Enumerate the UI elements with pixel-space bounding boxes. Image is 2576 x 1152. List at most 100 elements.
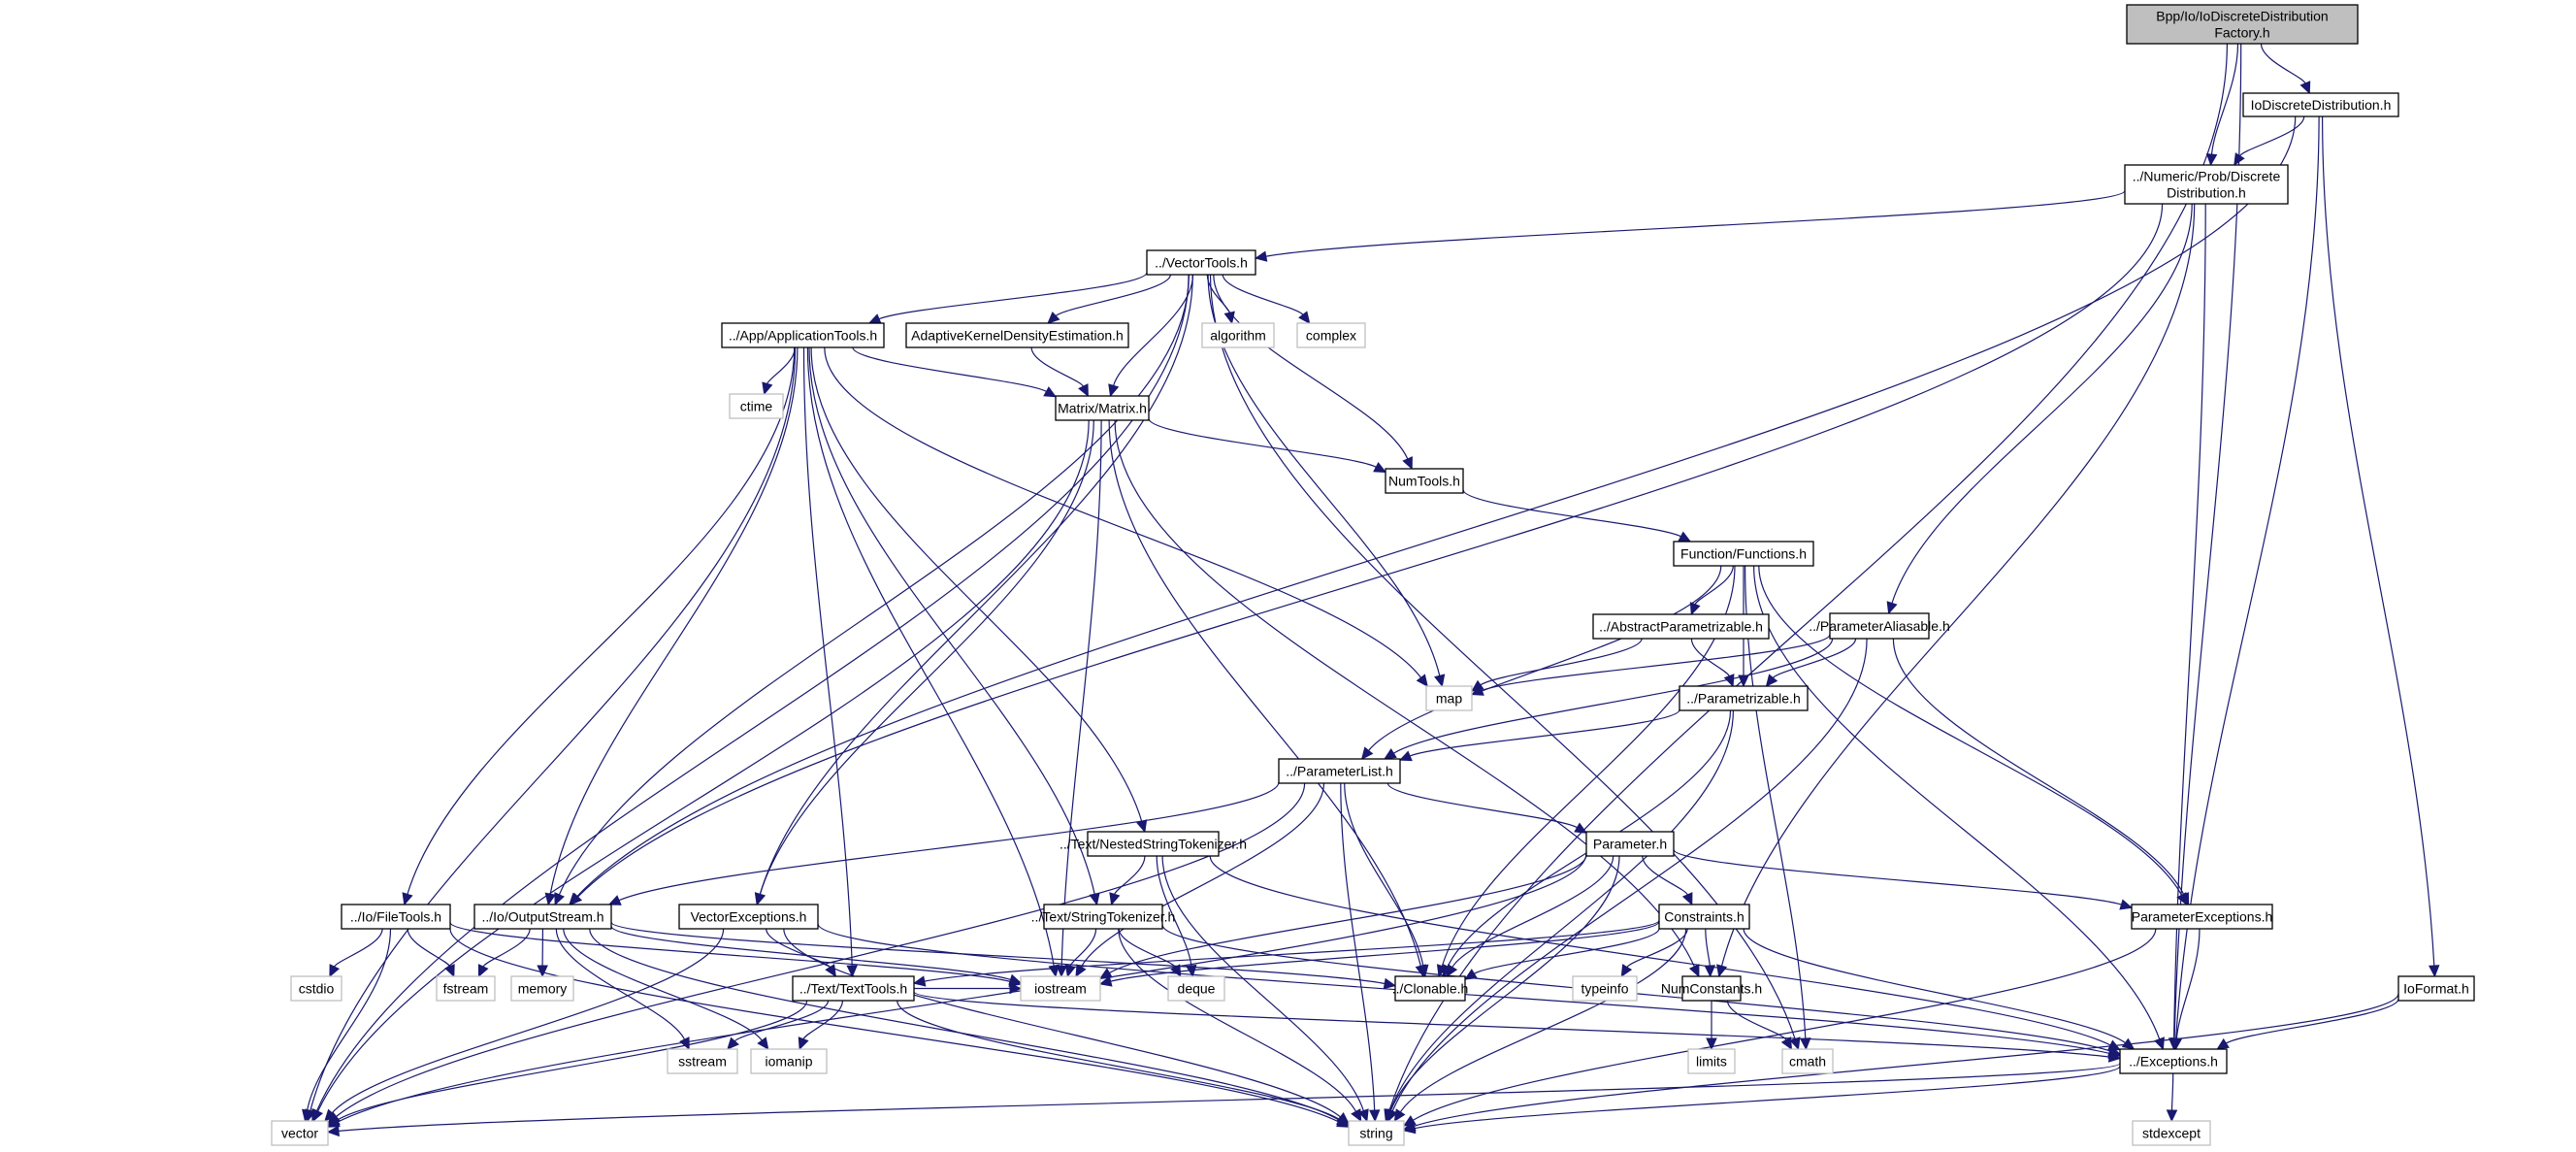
node-box — [1348, 1120, 1405, 1146]
node-box — [2119, 1048, 2228, 1074]
edge-IOF-to-string — [1402, 993, 2399, 1132]
edge-line — [2239, 115, 2305, 157]
node-label: algorithm — [1210, 328, 1266, 344]
node-VE[interactable]: VectorExceptions.h — [678, 904, 819, 930]
node-box — [905, 322, 1129, 348]
edge-CS-to-typeinfo — [1620, 928, 1688, 978]
edge-line — [1720, 203, 2196, 967]
arrow-head-icon — [1383, 747, 1397, 760]
edge-MX-to-vector — [312, 419, 1090, 1123]
arrow-head-icon — [444, 964, 455, 978]
node-AKDE[interactable]: AdaptiveKernelDensityEstimation.h — [905, 322, 1129, 348]
node-map: map — [1425, 685, 1473, 711]
arrow-head-icon — [2216, 1037, 2230, 1050]
edge-PL-to-PM — [1386, 782, 1588, 834]
arrow-head-icon — [326, 1114, 341, 1127]
arrow-head-icon — [1008, 973, 1023, 985]
node-EX[interactable]: ../Exceptions.h — [2119, 1048, 2228, 1074]
node-OS[interactable]: ../Io/OutputStream.h — [473, 904, 612, 930]
edge-ioDD-to-OS — [569, 115, 2297, 905]
node-IOF[interactable]: IoFormat.h — [2397, 975, 2475, 1002]
node-FT[interactable]: ../Io/FileTools.h — [341, 904, 451, 930]
edge-line — [913, 991, 2110, 1058]
arrow-head-icon — [324, 1108, 337, 1122]
arrow-head-icon — [302, 1108, 313, 1123]
edge-line — [618, 781, 1280, 902]
node-PZ[interactable]: ../Parametrizable.h — [1679, 685, 1809, 711]
node-PM[interactable]: Parameter.h — [1585, 831, 1675, 857]
edge-line — [924, 919, 1660, 982]
edge-line — [1060, 419, 1102, 967]
edge-MX-to-NT — [1148, 418, 1387, 474]
node-label: memory — [518, 981, 568, 997]
edge-line — [1391, 638, 1868, 1112]
node-TT[interactable]: ../Text/TextTools.h — [792, 975, 915, 1002]
edge-line — [897, 1000, 1341, 1121]
edge-TT-to-iomanip — [798, 1000, 843, 1051]
edge-line — [610, 925, 1011, 980]
arrow-head-icon — [312, 1108, 324, 1123]
edge-TT-to-sstream — [727, 1000, 830, 1050]
arrow-head-icon — [2299, 81, 2311, 95]
node-AP[interactable]: ../AbstractParametrizable.h — [1592, 613, 1770, 640]
node-AT[interactable]: ../App/ApplicationTools.h — [721, 322, 885, 348]
edge-DD-to-VT — [1254, 189, 2126, 262]
node-box — [1658, 904, 1750, 930]
node-CS[interactable]: Constraints.h — [1658, 904, 1750, 930]
node-PL[interactable]: ../ParameterList.h — [1278, 758, 1401, 784]
arrow-head-icon — [1463, 969, 1478, 980]
node-box — [750, 1048, 828, 1074]
edge-line — [338, 1063, 2121, 1132]
edge-AKDE-to-MX — [1030, 346, 1089, 398]
edge-line — [734, 1000, 830, 1042]
edge-line — [2170, 1072, 2174, 1111]
node-box — [1087, 831, 1220, 857]
node-ioDD[interactable]: IoDiscreteDistribution.h — [2242, 92, 2399, 117]
node-NST[interactable]: ../Text/NestedStringTokenizer.h — [1060, 831, 1247, 857]
node-box — [1201, 322, 1275, 348]
arrow-head-icon — [1706, 1037, 1717, 1051]
edge-line — [449, 928, 1340, 1123]
edge-line — [407, 928, 451, 968]
edge-PM-to-PE — [1673, 848, 2134, 910]
edge-line — [1892, 638, 2185, 896]
node-MX[interactable]: Matrix/Matrix.h — [1055, 395, 1150, 421]
edge-VT-to-MX — [1108, 274, 1194, 398]
node-VT[interactable]: ../VectorTools.h — [1146, 249, 1256, 276]
edge-line — [808, 346, 1095, 895]
node-FN[interactable]: Function/Functions.h — [1673, 541, 1814, 567]
node-box — [1585, 831, 1675, 857]
edge-line — [766, 928, 831, 969]
node-NT[interactable]: NumTools.h — [1385, 468, 1464, 494]
edge-line — [589, 928, 1340, 1121]
edge-ioDD-to-IOF — [2322, 115, 2440, 978]
node-label: Distribution.h — [2167, 185, 2246, 201]
node-PE[interactable]: ParameterExceptions.h — [2131, 904, 2273, 930]
edge-ioDD-to-DD — [2234, 115, 2305, 167]
node-NC[interactable]: NumConstants.h — [1661, 975, 1762, 1002]
node-DD[interactable]: ../Numeric/Prob/DiscreteDistribution.h — [2124, 164, 2289, 205]
node-label: fstream — [443, 981, 489, 997]
edge-line — [806, 346, 1055, 967]
edge-line — [1409, 709, 1680, 757]
edge-line — [817, 923, 2110, 1054]
node-PA[interactable]: ../ParameterAliasable.h — [1809, 612, 1950, 640]
node-label: cstdio — [299, 981, 335, 997]
node-ST[interactable]: ../Text/StringTokenizer.h — [1031, 904, 1176, 930]
node-box — [510, 975, 574, 1002]
edge-CS-to-CL — [1463, 928, 1660, 980]
arrow-head-icon — [1043, 386, 1058, 398]
arrow-head-icon — [1383, 977, 1397, 990]
edge-line — [1069, 928, 1097, 967]
node-CL[interactable]: ../Clonable.h — [1392, 975, 1469, 1002]
edge-line — [1209, 855, 2111, 1046]
arrow-head-icon — [2178, 892, 2190, 906]
arrow-head-icon — [402, 892, 413, 906]
node-label: IoFormat.h — [2403, 981, 2469, 997]
edge-line — [317, 419, 1090, 1112]
edge-line — [1451, 855, 1614, 968]
node-label: ../Io/FileTools.h — [350, 909, 441, 925]
edge-line — [2226, 999, 2399, 1044]
node-box — [1687, 1048, 1736, 1074]
